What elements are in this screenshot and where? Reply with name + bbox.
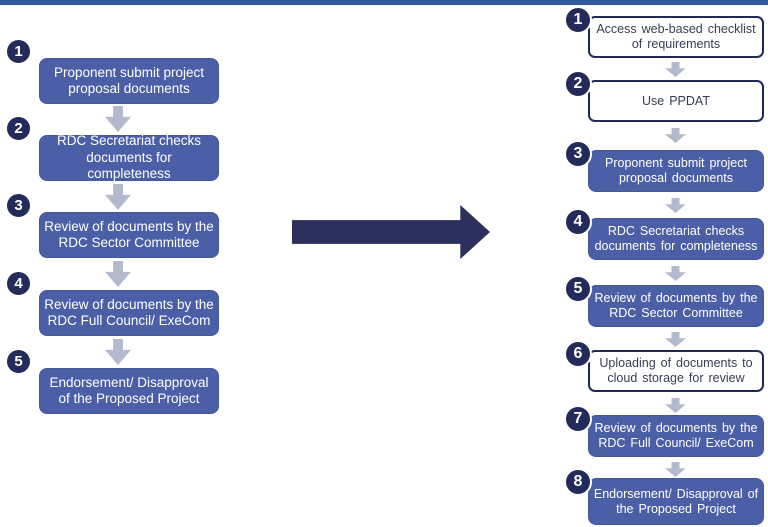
step-label: RDC Secretariat checks documents for com…: [594, 224, 758, 253]
down-arrow-icon: [665, 332, 686, 347]
step-label: Access web-based checklist of requiremen…: [596, 22, 756, 51]
step-number: 2: [573, 75, 583, 92]
down-arrow-icon: [105, 106, 131, 132]
step-number: 2: [14, 120, 23, 137]
step-number: 1: [14, 43, 23, 60]
flow-step-box: Use PPDAT: [588, 80, 764, 122]
flow-step-box: Endorsement/ Disapproval of the Proposed…: [588, 478, 764, 525]
step-label: RDC Secretariat checks documents for com…: [56, 133, 202, 182]
flow-step-box: Uploading of documents to cloud storage …: [588, 350, 764, 392]
down-arrow-icon: [105, 339, 131, 365]
step-label: Review of documents by the RDC Full Coun…: [594, 421, 758, 450]
step-number: 5: [573, 280, 583, 297]
flow-step-box: RDC Secretariat checks documents for com…: [39, 133, 219, 182]
down-arrow-icon: [665, 128, 686, 143]
flow-step-box: Access web-based checklist of requiremen…: [588, 16, 764, 58]
step-label: Endorsement/ Disapproval of the Proposed…: [593, 486, 759, 516]
step-number-badge: 2: [5, 115, 32, 142]
step-label: Proponent submit project proposal docume…: [53, 64, 205, 96]
step-number-badge: 4: [564, 208, 592, 236]
flow-step-box: Endorsement/ Disapproval of the Proposed…: [39, 368, 219, 414]
flow-step-box: RDC Secretariat checks documents for com…: [588, 218, 764, 260]
right-arrow-icon: [292, 205, 490, 259]
down-arrow-icon: [665, 398, 686, 413]
down-arrow-icon: [105, 261, 131, 287]
step-number-badge: 2: [564, 70, 592, 98]
step-number-badge: 6: [564, 340, 592, 368]
down-arrow-icon: [105, 184, 131, 210]
step-number: 4: [573, 213, 583, 230]
step-number-badge: 4: [5, 270, 32, 297]
flow-step-box: Review of documents by the RDC Sector Co…: [39, 212, 219, 258]
step-label: Endorsement/ Disapproval of the Proposed…: [49, 374, 209, 406]
step-number: 8: [573, 473, 583, 490]
step-number-badge: 7: [564, 405, 592, 433]
flow-step-box: Review of documents by the RDC Full Coun…: [39, 290, 219, 336]
step-number-badge: 1: [5, 38, 32, 65]
down-arrow-icon: [665, 198, 686, 213]
down-arrow-icon: [665, 62, 686, 77]
step-number: 7: [573, 410, 583, 427]
step-label: Proponent submit project proposal docume…: [605, 156, 747, 185]
flow-step-box: Proponent submit project proposal docume…: [588, 150, 764, 192]
flow-step-box: Review of documents by the RDC Sector Co…: [588, 285, 764, 327]
step-number-badge: 3: [564, 140, 592, 168]
down-arrow-icon: [665, 462, 686, 477]
step-number-badge: 3: [5, 192, 32, 219]
step-number: 1: [573, 11, 583, 28]
step-number-badge: 5: [5, 348, 32, 375]
step-label: Review of documents by the RDC Sector Co…: [44, 218, 214, 250]
step-label: Uploading of documents to cloud storage …: [599, 356, 753, 385]
down-arrow-icon: [665, 266, 686, 281]
step-label: Use PPDAT: [642, 93, 710, 108]
step-number-badge: 8: [564, 468, 592, 496]
step-number: 6: [573, 345, 583, 362]
step-label: Review of documents by the RDC Full Coun…: [44, 296, 214, 328]
flow-step-box: Review of documents by the RDC Full Coun…: [588, 415, 764, 457]
step-number-badge: 1: [564, 6, 592, 34]
step-number: 4: [14, 275, 23, 292]
step-label: Review of documents by the RDC Sector Co…: [594, 291, 758, 320]
step-number: 5: [14, 353, 23, 370]
step-number: 3: [14, 197, 23, 214]
flow-step-box: Proponent submit project proposal docume…: [39, 58, 219, 104]
step-number-badge: 5: [564, 275, 592, 303]
step-number: 3: [573, 145, 583, 162]
top-accent-bar: [0, 0, 768, 5]
